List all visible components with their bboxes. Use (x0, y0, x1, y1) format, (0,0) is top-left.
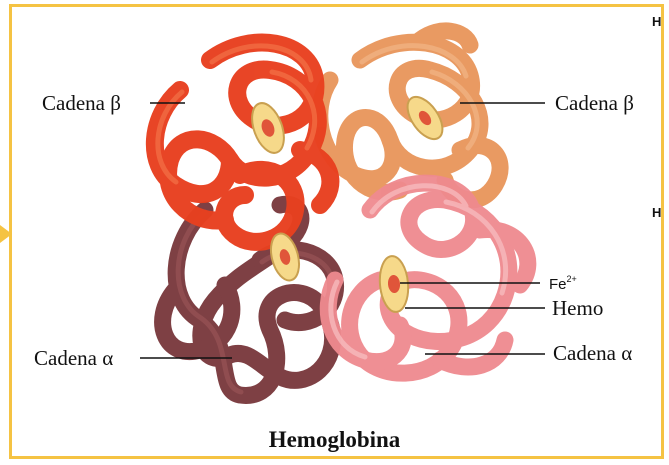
label-alpha-chain-right: Cadena α (553, 343, 632, 364)
alpha-right-chain (328, 183, 528, 373)
label-beta-chain-left: Cadena β (42, 93, 121, 114)
label-iron: Fe2+ (549, 275, 577, 292)
label-iron-charge: 2+ (567, 274, 577, 284)
label-iron-symbol: Fe (549, 276, 567, 293)
figure-title: Hemoglobina (0, 427, 669, 453)
label-beta-chain-right: Cadena β (555, 93, 634, 114)
label-alpha-chain-left: Cadena α (34, 348, 113, 369)
label-heme: Hemo (552, 298, 603, 319)
